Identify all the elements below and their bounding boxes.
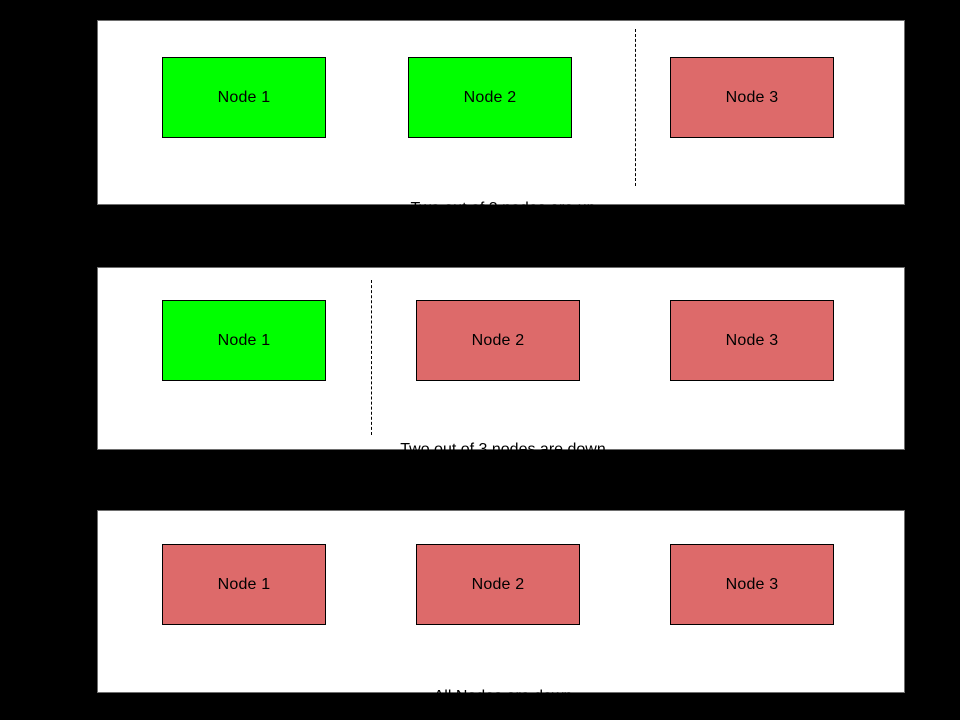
node-label: Node 1 xyxy=(217,331,271,349)
dashed-partition-line xyxy=(371,280,372,435)
node-label: Node 2 xyxy=(471,575,525,593)
node-label: Node 1 xyxy=(217,575,271,593)
scenario-panel-two-down: Node 1 Node 2 Node 3 Two out of 3 nodes … xyxy=(97,267,905,521)
node-label: Node 3 xyxy=(725,331,779,349)
caption-line-1: Two out of 3 nodes are down xyxy=(400,441,606,458)
node-box-2: Node 2 xyxy=(416,544,580,625)
node-box-1: Node 1 xyxy=(162,57,326,138)
dashed-partition-line xyxy=(635,29,636,186)
node-box-2: Node 2 xyxy=(408,57,572,138)
node-label: Node 3 xyxy=(725,575,779,593)
node-label: Node 2 xyxy=(471,331,525,349)
scenario-panel-two-up: Node 1 Node 2 Node 3 Two out of 3 nodes … xyxy=(97,20,905,280)
scenario-panel-all-down: Node 1 Node 2 Node 3 All Nodes are down … xyxy=(97,510,905,705)
node-box-1: Node 1 xyxy=(162,544,326,625)
node-box-3: Node 3 xyxy=(670,544,834,625)
caption-line-1: All Nodes are down xyxy=(433,688,573,705)
node-label: Node 1 xyxy=(217,88,271,106)
caption-line-1: Two out of 3 nodes are up xyxy=(410,200,596,217)
node-label: Node 3 xyxy=(725,88,779,106)
scenario-caption: All Nodes are down Majority Fails & Clus… xyxy=(323,644,683,720)
node-label: Node 2 xyxy=(463,88,517,106)
node-box-2: Node 2 xyxy=(416,300,580,381)
node-box-3: Node 3 xyxy=(670,57,834,138)
node-box-1: Node 1 xyxy=(162,300,326,381)
node-box-3: Node 3 xyxy=(670,300,834,381)
